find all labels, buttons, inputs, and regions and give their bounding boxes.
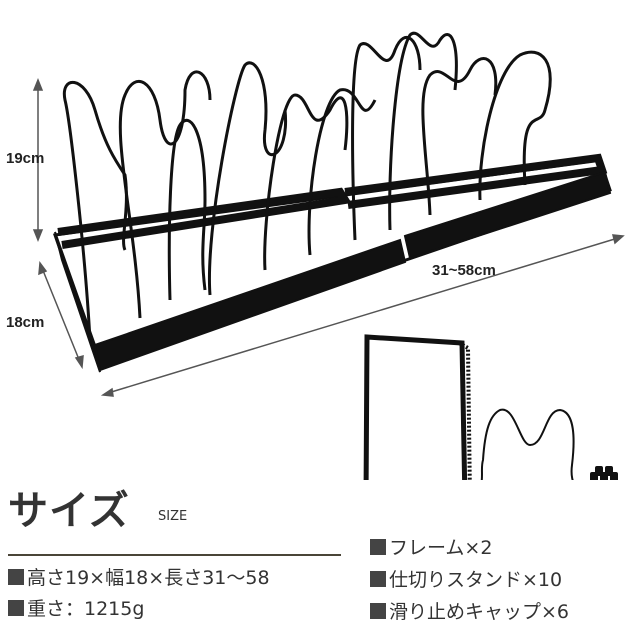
- length-arrow: [107, 237, 619, 394]
- spec-text: 重さ：1215g: [27, 598, 145, 620]
- width-label: 18cm: [6, 314, 45, 331]
- rack: [52, 31, 612, 373]
- bullet-square-icon: [370, 539, 386, 555]
- content-stand: 仕切りスタンド×10: [370, 565, 562, 592]
- dimension-arrows: [32, 77, 625, 397]
- product-illustration: [32, 31, 625, 480]
- bullet-square-icon: [8, 569, 24, 585]
- content-text: フレーム×2: [389, 537, 493, 559]
- bullet-square-icon: [8, 600, 24, 616]
- spec-weight: 重さ：1215g: [8, 594, 144, 621]
- content-caps: 滑り止めキャップ×6: [370, 597, 569, 624]
- spec-dimensions: 高さ19×幅18×長さ31～58: [8, 563, 270, 590]
- bullet-square-icon: [370, 603, 386, 619]
- length-label: 31~58cm: [432, 262, 496, 279]
- bullet-square-icon: [370, 571, 386, 587]
- height-label: 19cm: [6, 150, 45, 167]
- content-frame: フレーム×2: [370, 533, 492, 560]
- content-text: 仕切りスタンド×10: [389, 569, 563, 591]
- content-text: 滑り止めキャップ×6: [389, 601, 570, 623]
- width-arrow: [41, 267, 81, 363]
- anti-slip-caps: [590, 466, 618, 480]
- frame-part: [363, 334, 472, 480]
- section-title: サイズ: [8, 488, 130, 534]
- divider-stand-part: [480, 408, 575, 480]
- spec-text: 高さ19×幅18×長さ31～58: [27, 567, 270, 589]
- section-subtitle: SIZE: [158, 509, 188, 524]
- divider: [8, 554, 341, 556]
